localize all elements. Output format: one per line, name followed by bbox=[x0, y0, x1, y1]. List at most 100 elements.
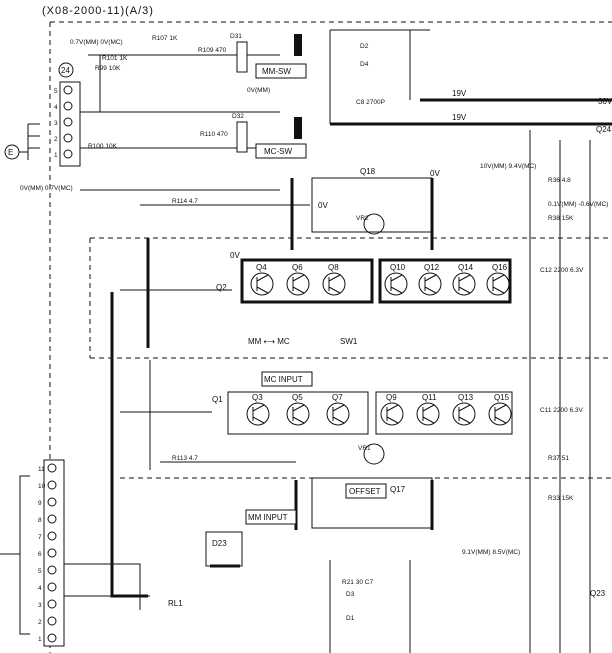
r109-label: R109 470 bbox=[198, 47, 227, 54]
transistor-symbol bbox=[492, 274, 505, 294]
transistor-label: Q8 bbox=[328, 263, 339, 272]
connector-bottom-pin-label: 9 bbox=[38, 500, 42, 507]
transistor-symbol bbox=[332, 404, 345, 424]
sw1-mode: MM ⟷ MC bbox=[248, 337, 290, 346]
transistor-label: Q12 bbox=[424, 263, 440, 272]
connector-bottom-pin-label: 8 bbox=[38, 517, 42, 524]
r38-label: R38 15K bbox=[548, 215, 574, 222]
r100-label: R100 10K bbox=[88, 143, 118, 150]
transistor-q14 bbox=[452, 272, 476, 296]
d2-label: D2 bbox=[360, 43, 369, 50]
transistor-symbol bbox=[458, 404, 471, 424]
d32-label: D32 bbox=[232, 113, 244, 120]
transistor-label: Q16 bbox=[492, 263, 508, 272]
connector-bottom-pin-7 bbox=[47, 531, 57, 541]
connector-bottom-pin-11 bbox=[47, 463, 57, 473]
connector-top-pin-2 bbox=[63, 133, 73, 143]
mm-input-label: MM INPUT bbox=[248, 513, 288, 522]
upper-pair-left-box bbox=[240, 258, 374, 304]
diagram-title: (X08-2000-11)(A/3) bbox=[42, 5, 154, 17]
connector-bottom-pin-9 bbox=[47, 497, 57, 507]
d23-label: D23 bbox=[212, 539, 227, 548]
connector-bottom-pin-label: 6 bbox=[38, 551, 42, 558]
r37-label: R37 51 bbox=[548, 455, 569, 462]
transistor-symbol bbox=[252, 404, 265, 424]
d32-diode bbox=[236, 121, 248, 153]
connector-top-pin-label: 1 bbox=[54, 152, 58, 159]
d1-label: D1 bbox=[346, 615, 355, 622]
connector-top-pin-label: 5 bbox=[54, 88, 58, 95]
upper-pair-right-box bbox=[378, 258, 512, 304]
connector-top-pin-4 bbox=[63, 101, 73, 111]
thick-path-left bbox=[110, 238, 150, 598]
q69-voltage: 0V(MM) bbox=[247, 87, 270, 94]
transistor-q12 bbox=[418, 272, 442, 296]
connector-top-pin-5 bbox=[63, 85, 73, 95]
c12-label: C12 2200 6.3V bbox=[540, 267, 584, 274]
connector-bottom-pin-label: 7 bbox=[38, 534, 42, 541]
q22-voltage: 10V(MM) 9.4V(MC) bbox=[480, 163, 536, 170]
transistor-q8 bbox=[322, 272, 346, 296]
right-rails bbox=[559, 140, 591, 653]
switch-driver-mm: D31 MM-SW 0.7V(MM) 0V(MC) 0V(MM) bbox=[70, 33, 307, 113]
relay-wiring bbox=[64, 563, 150, 610]
ov-annot-b: 0V bbox=[430, 169, 440, 178]
mm-sw-block bbox=[294, 34, 302, 56]
connector-bottom-body bbox=[43, 459, 65, 647]
rail-30v-label: 30V bbox=[598, 97, 612, 106]
r113-label: R113 4.7 bbox=[172, 455, 198, 462]
connector-bottom-pin-5 bbox=[47, 565, 57, 575]
connector-top-voltage: 0V(MM) 0.7V(MC) bbox=[20, 185, 73, 192]
lower-pair-right-box bbox=[375, 391, 513, 435]
transistor-q7 bbox=[326, 402, 350, 426]
transistor-symbol bbox=[424, 274, 437, 294]
connector-bottom-pin-label: 5 bbox=[38, 568, 42, 575]
transistor-q9 bbox=[380, 402, 404, 426]
d4-label: D4 bbox=[360, 61, 369, 68]
transistor-symbol bbox=[256, 274, 269, 294]
lower-pair-left-box bbox=[227, 391, 369, 435]
vr1-label: VR1 bbox=[358, 445, 371, 452]
transistor-label: Q10 bbox=[390, 263, 406, 272]
switch-driver-mc: D32 MC-SW bbox=[80, 113, 307, 191]
transistor-symbol bbox=[458, 274, 471, 294]
transistor-label: Q5 bbox=[292, 393, 303, 402]
transistor-q6 bbox=[286, 272, 310, 296]
connector-bottom-pin-label: 1 bbox=[38, 636, 42, 643]
mc-sw-label: MC-SW bbox=[264, 147, 292, 156]
q18-pair-box bbox=[311, 177, 433, 233]
offset-label: OFFSET bbox=[349, 487, 381, 496]
transistor-label: Q13 bbox=[458, 393, 474, 402]
rail-19v-label-b: 19V bbox=[452, 113, 467, 122]
c11-label: C11 2200 6.3V bbox=[540, 407, 584, 414]
mc-sw-box bbox=[255, 143, 307, 159]
connector-top-pin-3 bbox=[63, 117, 73, 127]
transistor-label: Q3 bbox=[252, 393, 263, 402]
transistor-symbol bbox=[422, 404, 435, 424]
q65-voltage: 0.7V(MM) 0V(MC) bbox=[70, 39, 123, 46]
transistor-symbol bbox=[328, 274, 341, 294]
bias-wiring bbox=[120, 289, 232, 470]
connector-top-pin-label: 2 bbox=[54, 136, 58, 143]
transistor-label: Q11 bbox=[422, 393, 437, 402]
d23-block bbox=[205, 531, 243, 567]
q18-label: Q18 bbox=[360, 167, 376, 176]
r101-label: R101 1K bbox=[102, 55, 128, 62]
transistor-q10 bbox=[384, 272, 408, 296]
mm-sw-box bbox=[255, 63, 307, 79]
transistor-symbol bbox=[494, 404, 507, 424]
connector-top-body bbox=[59, 81, 81, 167]
sw1-label: SW1 bbox=[340, 337, 358, 346]
transistor-label: Q15 bbox=[494, 393, 510, 402]
c8-label: C8 2700P bbox=[356, 99, 385, 106]
q23-label: Q23 bbox=[590, 589, 606, 598]
d31-diode bbox=[236, 41, 248, 73]
connector-bottom-pin-8 bbox=[47, 514, 57, 524]
r99-label: R99 10K bbox=[95, 65, 121, 72]
transistor-q15 bbox=[488, 402, 512, 426]
connector-bottom-pin-1 bbox=[47, 633, 57, 643]
q21-voltage: 9.1V(MM) 8.5V(MC) bbox=[462, 549, 520, 556]
